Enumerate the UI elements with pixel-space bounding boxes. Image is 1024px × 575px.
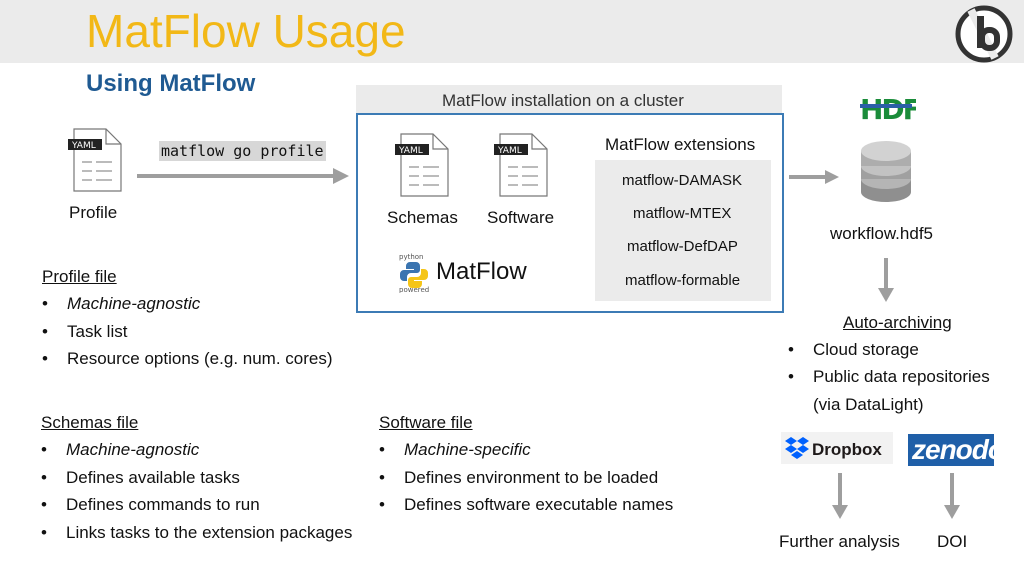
schemas-label: Schemas (387, 208, 458, 227)
profile-file-item: •Task list (42, 322, 128, 341)
cluster-box (356, 113, 784, 313)
dropbox-logo-text: Dropbox (812, 440, 882, 459)
section-subtitle: Using MatFlow (86, 70, 256, 97)
schemas-file-title: Schemas file (41, 413, 139, 432)
software-file-item: •Machine-specific (379, 440, 531, 459)
dropbox-logo: Dropbox (781, 432, 893, 464)
arrow-down-icon (830, 473, 850, 524)
doi-label: DOI (937, 532, 968, 551)
schemas-file-item: •Defines commands to run (41, 495, 260, 514)
software-yaml-icon: YAML (494, 133, 548, 197)
software-label: Software (487, 208, 555, 227)
extension-item: matflow-DefDAP (627, 238, 738, 255)
zenodo-logo: zenodo (908, 434, 1005, 466)
schemas-file-item: •Machine-agnostic (41, 440, 200, 459)
extensions-panel: matflow-DAMASK matflow-MTEX matflow-DefD… (595, 160, 771, 301)
archiving-item: •Public data repositories (788, 367, 990, 386)
profile-label: Profile (69, 203, 118, 222)
further-analysis-label: Further analysis (779, 532, 900, 551)
extension-item: matflow-MTEX (633, 205, 732, 222)
archiving-item: •Cloud storage (788, 340, 919, 359)
matflow-label: MatFlow (436, 258, 527, 285)
arrow-right-icon (789, 168, 839, 191)
software-file-item: •Defines software executable names (379, 495, 674, 514)
workflow-file-label: workflow.hdf5 (830, 224, 933, 243)
profile-yaml-tag: YAML (71, 141, 96, 151)
profile-file-item: •Resource options (e.g. num. cores) (42, 349, 333, 368)
database-icon (859, 139, 913, 210)
cluster-header-label: MatFlow installation on a cluster (442, 91, 684, 110)
logo-icon (951, 2, 1017, 64)
python-top-text: python (399, 253, 424, 261)
schemas-file-item: •Links tasks to the extension packages (41, 523, 353, 542)
arrow-down-icon (942, 473, 962, 524)
arrow-down-icon (876, 258, 896, 307)
extensions-title: MatFlow extensions (605, 135, 756, 154)
profile-file-item: •Machine-agnostic (42, 294, 201, 313)
archiving-item-continued: (via DataLight) (813, 395, 924, 414)
arrow-right-icon (137, 166, 351, 191)
command-label: matflow go profile (159, 141, 326, 161)
schemas-yaml-icon: YAML (395, 133, 449, 197)
cluster-header: MatFlow installation on a cluster (356, 85, 782, 114)
zenodo-logo-text: zenodo (912, 434, 1005, 465)
schemas-yaml-tag: YAML (398, 146, 423, 156)
python-bottom-text: powered (399, 286, 429, 293)
extension-item: matflow-formable (625, 272, 741, 289)
hdf-logo-text: HDF (860, 93, 916, 124)
software-yaml-tag: YAML (497, 146, 522, 156)
page-title: MatFlow Usage (86, 5, 406, 57)
software-file-item: •Defines environment to be loaded (379, 468, 659, 487)
software-file-title: Software file (379, 413, 473, 432)
python-powered-icon: python powered (396, 251, 432, 294)
header-bar (0, 0, 1024, 63)
extension-item: matflow-DAMASK (622, 172, 743, 189)
profile-file-title: Profile file (42, 267, 117, 286)
archiving-title: Auto-archiving (843, 313, 952, 332)
hdf-logo: HDF (860, 92, 922, 129)
profile-yaml-icon: YAML (68, 128, 122, 192)
schemas-file-item: •Defines available tasks (41, 468, 240, 487)
